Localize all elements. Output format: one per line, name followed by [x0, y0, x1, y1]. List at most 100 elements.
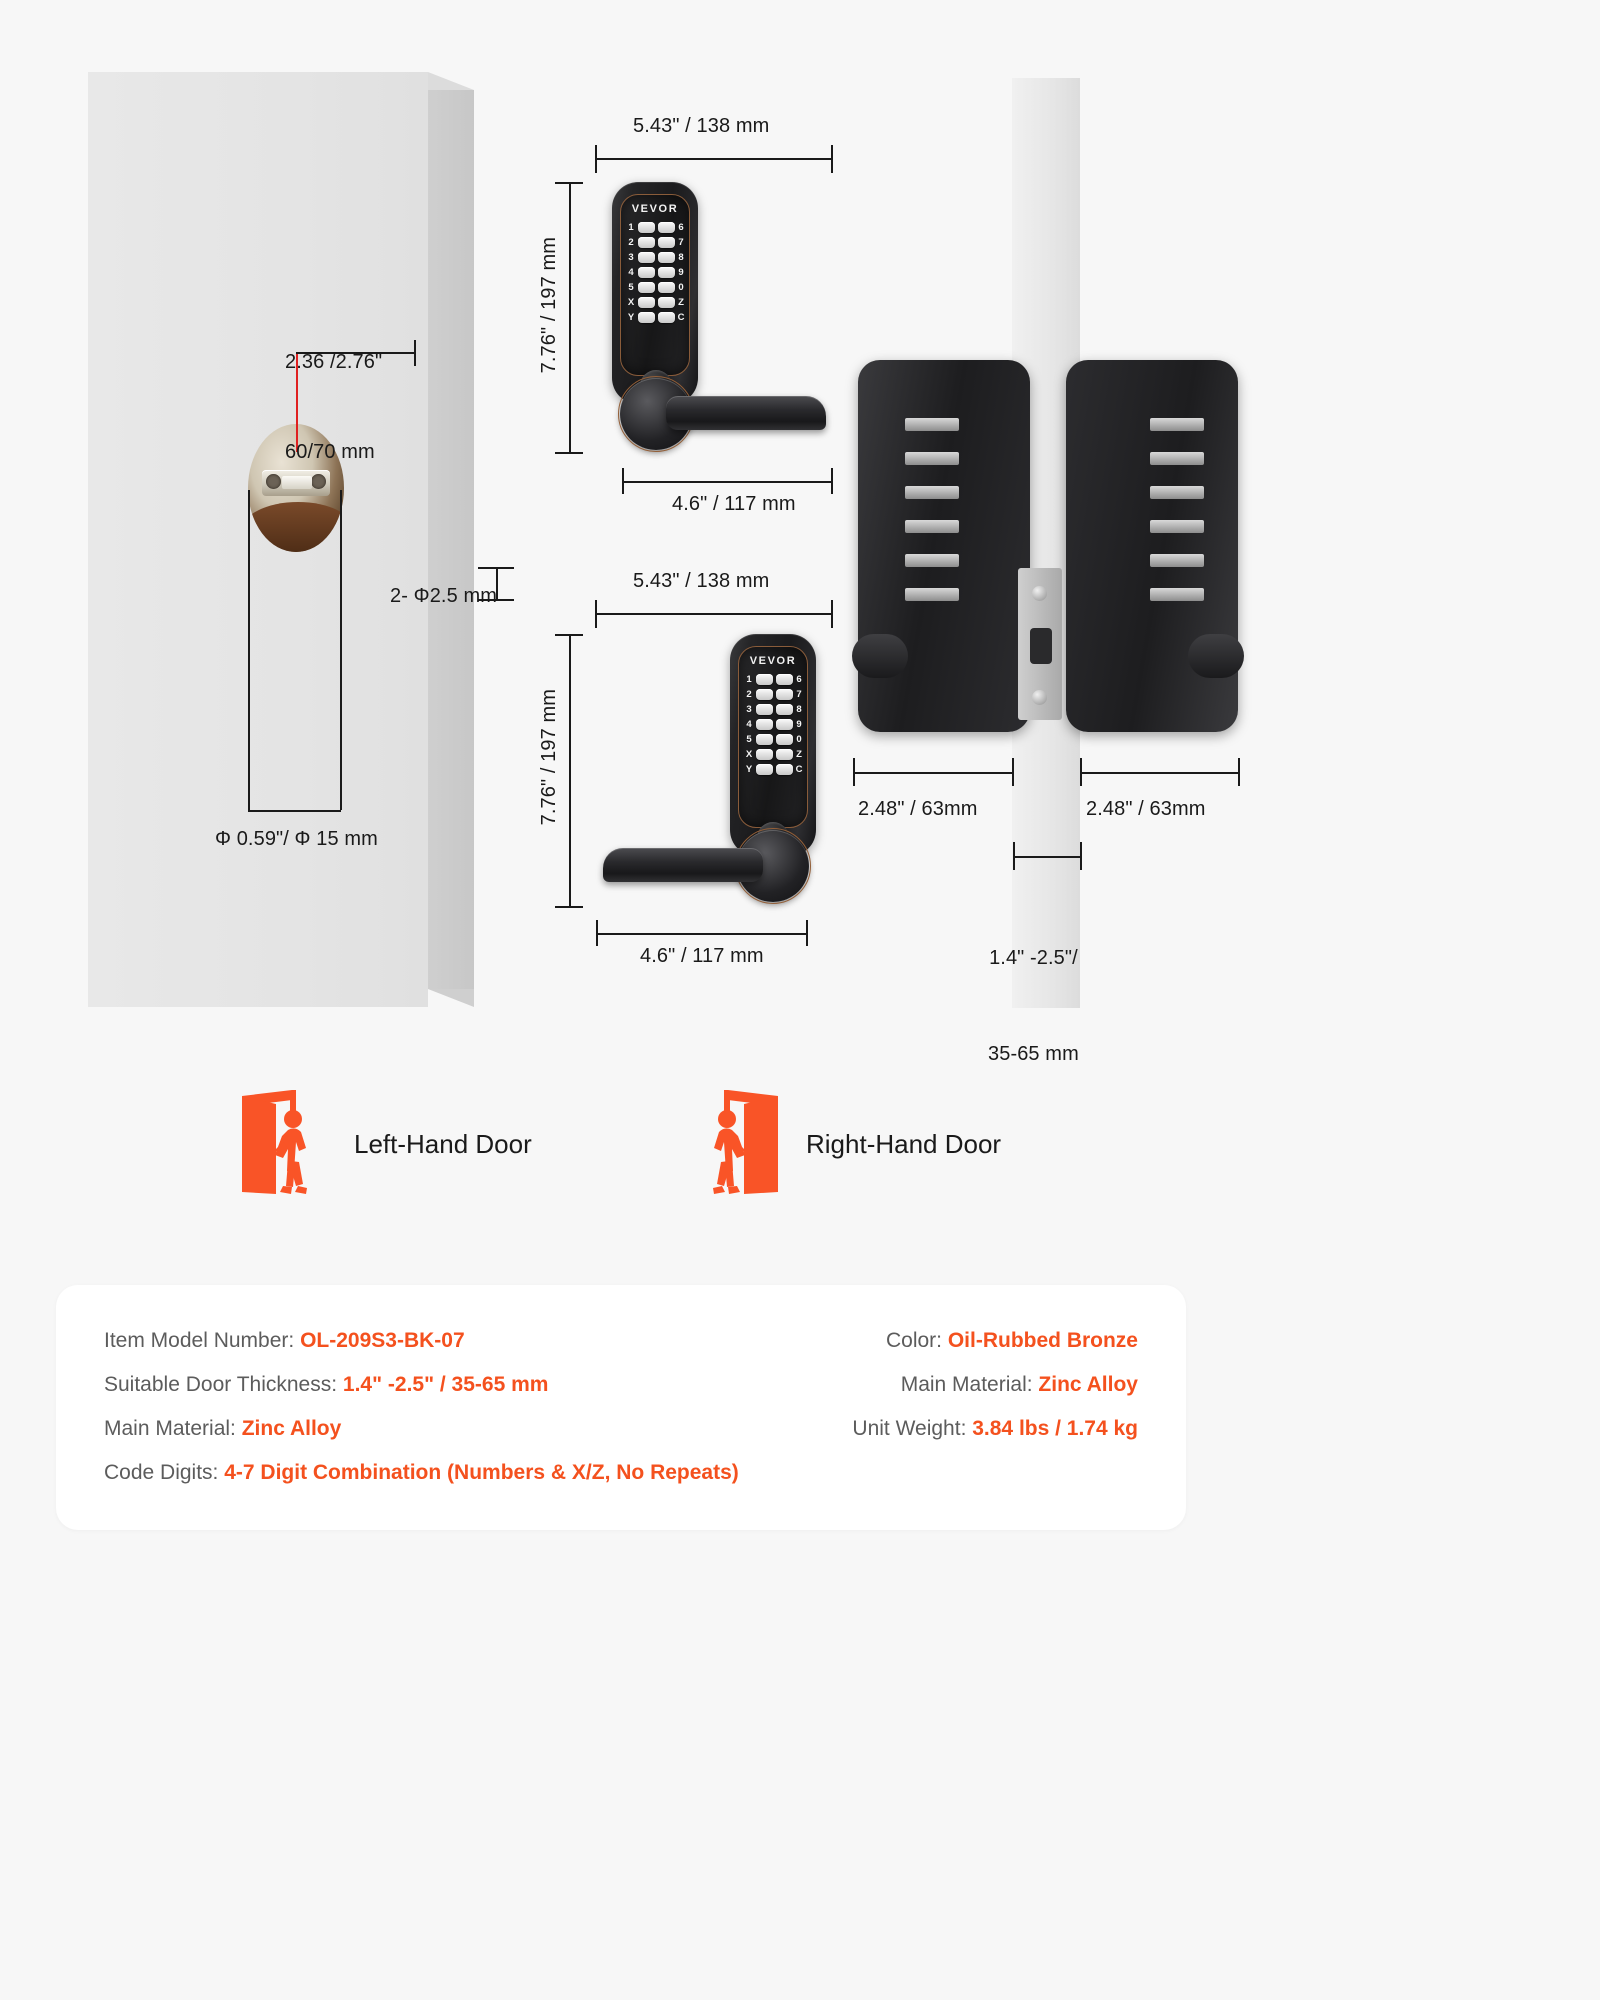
- keypad-key-Y[interactable]: Y: [743, 764, 773, 775]
- keypad-key-4[interactable]: 4: [743, 719, 773, 730]
- keypad-key-7[interactable]: 7: [775, 689, 806, 700]
- left-hand-door-label: Left-Hand Door: [354, 1129, 532, 1159]
- spec-label: Code Digits:: [104, 1461, 225, 1484]
- keypad-key-label: 1: [628, 222, 634, 233]
- keypad-key-label: 8: [796, 704, 802, 715]
- keypad-key-2[interactable]: 2: [743, 689, 773, 700]
- keypad-key-0[interactable]: 0: [775, 734, 806, 745]
- bore-diameter-label: Φ 0.59"/ Φ 15 mm: [215, 828, 378, 850]
- bottom-lever-width-label: 4.6" / 117 mm: [640, 945, 764, 967]
- keypad-key-7[interactable]: 7: [657, 237, 688, 248]
- keypad-key-6[interactable]: 6: [775, 674, 806, 685]
- keypad-key-button[interactable]: [657, 237, 675, 248]
- keypad-key-label: 4: [628, 267, 634, 278]
- right-hand-door-option[interactable]: Right-Hand Door: [688, 1088, 1001, 1201]
- backset-dimension-line: [296, 352, 414, 354]
- keypad-key-button[interactable]: [775, 749, 793, 760]
- keypad-key-button[interactable]: [657, 312, 675, 323]
- keypad-key-button[interactable]: [637, 237, 655, 248]
- keypad-key-label: Y: [745, 764, 753, 775]
- keypad-key-Z[interactable]: Z: [775, 749, 806, 760]
- centerline-red: [296, 352, 298, 452]
- keypad-key-C[interactable]: C: [657, 312, 688, 323]
- keypad-key-9[interactable]: 9: [657, 267, 688, 278]
- keypad-key-0[interactable]: 0: [657, 282, 688, 293]
- keypad-key-button[interactable]: [637, 297, 655, 308]
- left-hand-door-option[interactable]: Left-Hand Door: [236, 1088, 532, 1201]
- keypad-key-button[interactable]: [755, 749, 773, 760]
- keypad-key-button[interactable]: [637, 267, 655, 278]
- keypad-key-button[interactable]: [637, 222, 655, 233]
- keypad-key-9[interactable]: 9: [775, 719, 806, 730]
- keypad-key-button[interactable]: [657, 267, 675, 278]
- keypad-key-8[interactable]: 8: [775, 704, 806, 715]
- keypad-key-Z[interactable]: Z: [657, 297, 688, 308]
- keypad-key-1[interactable]: 1: [625, 222, 655, 233]
- keypad-key-button[interactable]: [755, 689, 773, 700]
- keypad-key-button[interactable]: [755, 704, 773, 715]
- keypad-key-button[interactable]: [657, 282, 675, 293]
- door-lever-handle[interactable]: [666, 396, 826, 430]
- keypad-key-button[interactable]: [637, 282, 655, 293]
- spec-label: Unit Weight:: [852, 1417, 973, 1440]
- keypad-key-label: C: [795, 764, 803, 775]
- keypad-key-3[interactable]: 3: [743, 704, 773, 715]
- backset-label: 2.36 /2.76" 60/70 mm: [285, 287, 382, 527]
- keypad-key-label: X: [627, 297, 635, 308]
- keypad-key-X[interactable]: X: [625, 297, 655, 308]
- keypad-key-button[interactable]: [775, 674, 793, 685]
- keypad-key-X[interactable]: X: [743, 749, 773, 760]
- keypad-key-button[interactable]: [775, 719, 793, 730]
- keypad-key-8[interactable]: 8: [657, 252, 688, 263]
- keypad-key-button[interactable]: [755, 764, 773, 775]
- spec-row: Code Digits: 4-7 Digit Combination (Numb…: [104, 1451, 739, 1495]
- screwhole-dimension-line: [496, 567, 498, 599]
- bottom-width-dimension-line: [595, 613, 832, 615]
- keypad-key-5[interactable]: 5: [625, 282, 655, 293]
- spec-value: Zinc Alloy: [1038, 1373, 1138, 1396]
- backset-mm: 60/70 mm: [285, 441, 375, 463]
- keypad-key-button[interactable]: [775, 764, 793, 775]
- keypad-key-button[interactable]: [775, 704, 793, 715]
- keypad-key-button[interactable]: [637, 252, 655, 263]
- keypad-key-1[interactable]: 1: [743, 674, 773, 685]
- bottom-lever-dimension-line: [596, 933, 807, 935]
- keypad-key-Y[interactable]: Y: [625, 312, 655, 323]
- keypad-key-label: 0: [796, 734, 802, 745]
- keypad-key-button[interactable]: [657, 252, 675, 263]
- top-width-dimension-line: [595, 158, 832, 160]
- keypad-key-label: Z: [796, 749, 802, 760]
- keypad-key-button[interactable]: [775, 734, 793, 745]
- door-lever-handle[interactable]: [603, 848, 763, 882]
- product-spec-infographic: 2.36 /2.76" 60/70 mm Φ 0.59"/ Φ 15 mm 2-…: [88, 72, 1244, 1495]
- keypad-key-button[interactable]: [755, 674, 773, 685]
- interior-lever-hub: [852, 634, 908, 678]
- spec-label: Item Model Number:: [104, 1329, 301, 1352]
- exterior-lever-hub: [1188, 634, 1244, 678]
- keypad-key-button[interactable]: [755, 719, 773, 730]
- keypad-key-button[interactable]: [637, 312, 655, 323]
- keypad-key-button[interactable]: [657, 297, 675, 308]
- screwhole-label: 2- Φ2.5 mm: [390, 585, 497, 607]
- bottom-height-dimension-line: [569, 634, 571, 907]
- keypad-key-button[interactable]: [657, 222, 675, 233]
- keypad-key-button[interactable]: [755, 734, 773, 745]
- keypad-key-label: 2: [628, 237, 634, 248]
- keypad-key-6[interactable]: 6: [657, 222, 688, 233]
- keypad-key-button[interactable]: [775, 689, 793, 700]
- latch-screw-top: [1032, 586, 1047, 601]
- keypad-key-2[interactable]: 2: [625, 237, 655, 248]
- keypad-key-5[interactable]: 5: [743, 734, 773, 745]
- keypad-key-4[interactable]: 4: [625, 267, 655, 278]
- keypad-key-C[interactable]: C: [775, 764, 806, 775]
- bore-leader-left: [248, 490, 250, 810]
- bottom-height-label: 7.76" / 197 mm: [538, 689, 560, 826]
- left-projection-label: 2.48" / 63mm: [858, 798, 978, 820]
- keypad-key-3[interactable]: 3: [625, 252, 655, 263]
- bore-leader-right: [340, 490, 342, 810]
